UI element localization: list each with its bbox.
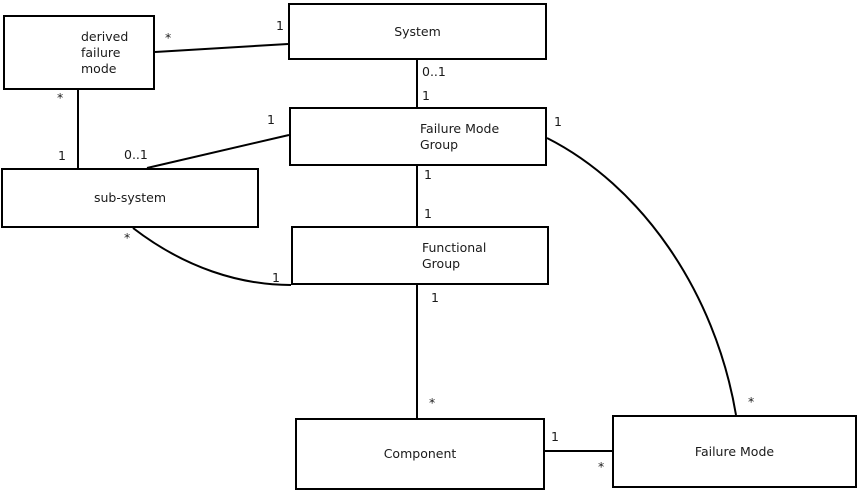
association-edge — [546, 137, 737, 416]
multiplicity-label: 1 — [431, 290, 439, 305]
multiplicity-label: 1 — [424, 167, 432, 182]
class-box-failure-mode[interactable]: Failure Mode — [612, 415, 857, 488]
multiplicity-label: * — [57, 90, 64, 105]
class-name-label: sub-system — [93, 190, 167, 205]
class-name-label: System — [394, 23, 441, 39]
multiplicity-label: 1 — [276, 18, 284, 33]
class-name-label: Failure Mode Group — [420, 120, 500, 152]
multiplicity-label: 0..1 — [422, 64, 446, 79]
class-name-label: Component — [383, 446, 457, 461]
multiplicity-label: 0..1 — [124, 147, 148, 162]
class-name-label: Failure Mode — [694, 443, 775, 459]
multiplicity-label: 1 — [58, 148, 66, 163]
multiplicity-label: * — [124, 230, 131, 245]
class-box-component[interactable]: Component — [295, 418, 545, 490]
multiplicity-label: 1 — [267, 112, 275, 127]
class-box-sub-system[interactable]: sub-system — [1, 168, 259, 228]
multiplicity-label: 1 — [272, 270, 280, 285]
class-box-functional-group[interactable]: Functional Group — [291, 226, 549, 285]
association-edge — [132, 227, 292, 286]
multiplicity-label: * — [429, 395, 436, 410]
multiplicity-label: 1 — [554, 114, 562, 129]
class-name-label: Functional Group — [422, 239, 487, 271]
class-name-label: derived failure mode — [81, 28, 129, 76]
class-box-failure-mode-group[interactable]: Failure Mode Group — [289, 107, 547, 166]
multiplicity-label: * — [748, 394, 755, 409]
multiplicity-label: 1 — [424, 206, 432, 221]
class-box-system[interactable]: System — [288, 3, 547, 60]
multiplicity-label: * — [598, 459, 605, 474]
multiplicity-label: 1 — [551, 429, 559, 444]
association-edge — [154, 43, 289, 53]
association-edge — [146, 134, 290, 169]
multiplicity-label: 1 — [422, 88, 430, 103]
class-box-derived-failure-mode[interactable]: derived failure mode — [3, 15, 155, 90]
multiplicity-label: * — [165, 30, 172, 45]
